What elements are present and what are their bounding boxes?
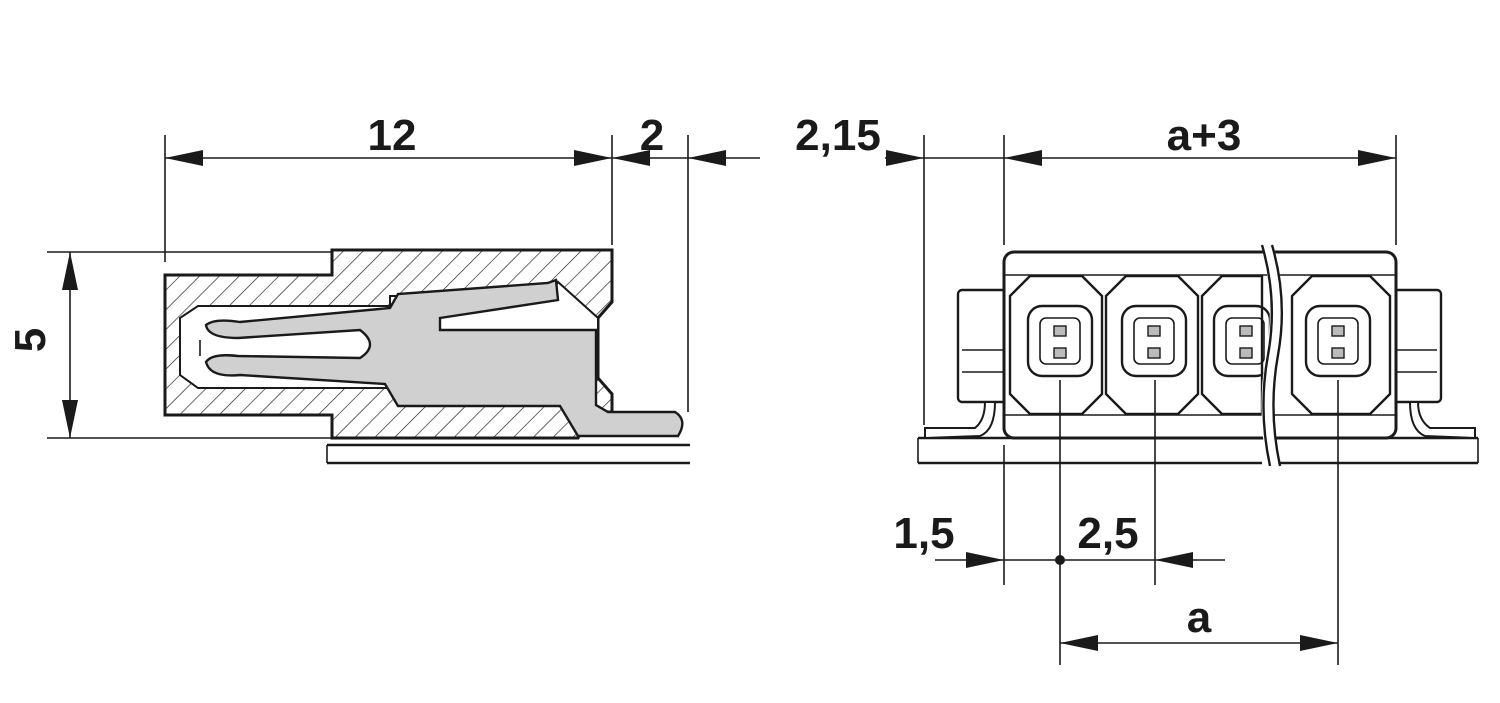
dim-offset-label: 2,15 <box>795 111 881 160</box>
break-line-left <box>1260 244 1274 467</box>
dim-pin-label: 2 <box>640 111 664 160</box>
front-view <box>917 238 1479 472</box>
contact-cell <box>1008 274 1104 416</box>
dim-width-label: a+3 <box>1167 111 1242 160</box>
dim-height-label: 5 <box>6 328 55 352</box>
right-latch <box>1391 288 1443 404</box>
left-latch <box>956 288 1008 404</box>
right-solder-tab <box>1408 401 1476 439</box>
dim-pitch-label: 2,5 <box>1077 509 1138 558</box>
dim-length-label: 12 <box>368 111 417 160</box>
side-view <box>163 248 690 465</box>
left-solder-tab <box>924 401 997 439</box>
contact-spring <box>204 278 684 438</box>
dim-edge-label: 1,5 <box>893 509 954 558</box>
side-dimensions: 12 2 5 <box>6 111 760 439</box>
pcb-board-front <box>917 436 1479 465</box>
contact-cell <box>1290 274 1392 416</box>
dim-span-label: a <box>1187 593 1212 642</box>
front-dimensions: 2,15 a+3 1,5 2,5 a <box>795 111 1397 665</box>
contact-cell <box>1104 274 1200 416</box>
pcb-board-side <box>326 443 690 465</box>
break-line <box>1260 238 1282 472</box>
break-line-right <box>1270 244 1284 467</box>
